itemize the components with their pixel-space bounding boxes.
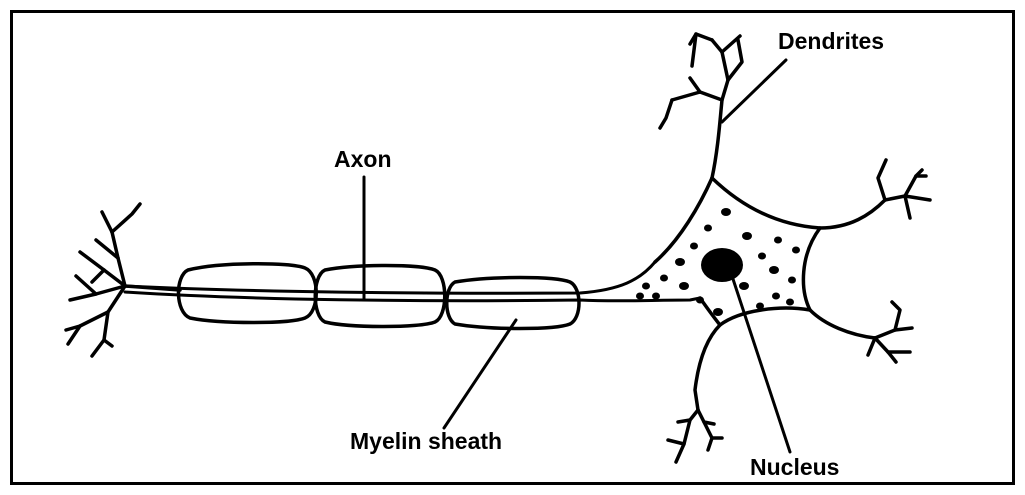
label-nucleus: Nucleus (750, 456, 839, 479)
cell-body (655, 178, 885, 410)
label-axon: Axon (334, 148, 392, 171)
nucleus (701, 248, 743, 282)
myelin-leader (444, 320, 516, 428)
label-myelin-sheath: Myelin sheath (350, 430, 502, 453)
axon-terminal (66, 204, 180, 356)
label-dendrites: Dendrites (778, 30, 884, 53)
nucleus-leader (732, 276, 790, 452)
dendrites-leader (722, 60, 786, 122)
